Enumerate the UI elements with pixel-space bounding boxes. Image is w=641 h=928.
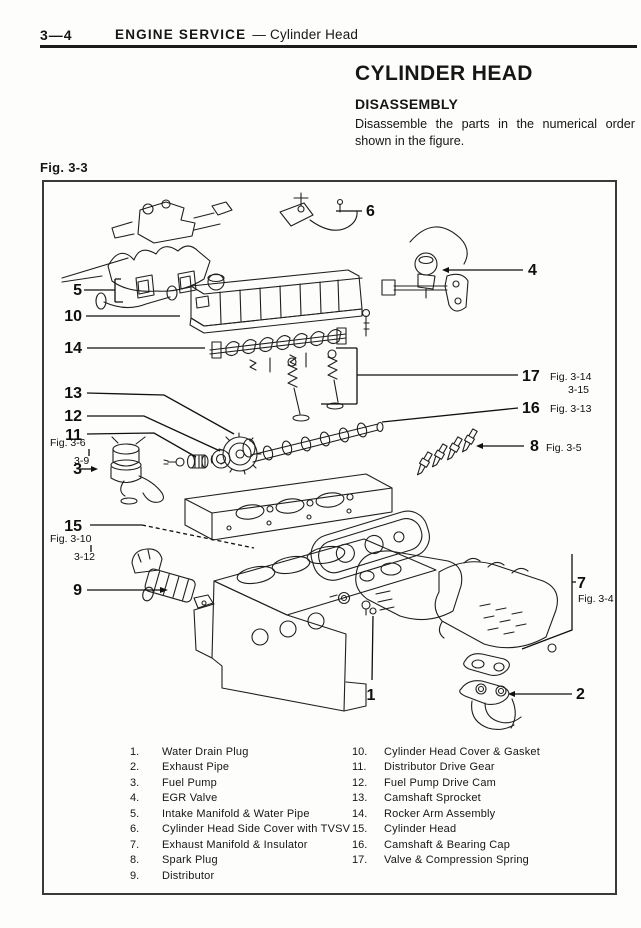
part-art-head-gasket — [310, 510, 430, 581]
part-art-fuel-pump-drive-cam — [210, 449, 231, 469]
part-list-item: 12.Fuel Pump Drive Cam — [352, 776, 496, 789]
callout-12: 12 — [64, 408, 82, 425]
part-list-item: 5.Intake Manifold & Water Pipe — [130, 807, 310, 820]
part-art-spark-plugs — [416, 428, 478, 476]
part-list-item: 3.Fuel Pump — [130, 776, 217, 789]
callout-fig-3-10: Fig. 3-10 — [50, 533, 92, 545]
callout-16: 16 — [522, 400, 540, 417]
callout-8: 8 — [530, 438, 539, 455]
callout-5: 5 — [73, 282, 82, 299]
callout-6: 6 — [366, 203, 375, 220]
part-list-item: 2.Exhaust Pipe — [130, 761, 230, 774]
callout-17: 17 — [522, 368, 540, 385]
callout-7: 7 — [577, 575, 586, 592]
part-list-item: 8.Spark Plug — [130, 854, 218, 867]
body-paragraph: Disassemble the parts in the numerical o… — [355, 117, 635, 148]
part-list-item: 1.Water Drain Plug — [130, 746, 249, 758]
part-art-engine-block — [193, 538, 437, 712]
callout-15: 15 — [64, 518, 82, 535]
part-list-item: 13.Camshaft Sprocket — [352, 792, 481, 805]
figure-label: Fig. 3-3 — [40, 160, 88, 175]
part-art-cylinder-head-cover — [189, 269, 371, 337]
part-art-camshaft-sprocket — [218, 432, 262, 475]
part-list-item: 15.Cylinder Head — [352, 823, 457, 836]
callout-4: 4 — [528, 262, 537, 279]
callout-11: 11 — [65, 427, 82, 444]
callout-fig-3-9: 3-9 — [74, 455, 89, 467]
part-list-item: 10.Cylinder Head Cover & Gasket — [352, 746, 540, 758]
callout-14: 14 — [64, 340, 82, 357]
running-header: ENGINE SERVICE — Cylinder Head — [115, 27, 358, 42]
part-art-egr-valve — [381, 226, 469, 312]
part-art-exhaust-pipe — [459, 653, 522, 731]
page-number: 3—4 — [40, 27, 73, 43]
part-art-rocker-arm-assembly — [209, 327, 347, 373]
part-art-intake-manifold-water-pipe — [61, 199, 233, 310]
callout-9: 9 — [73, 582, 82, 599]
header-rule — [40, 45, 637, 48]
part-art-distributor — [131, 548, 214, 609]
callout-labels: 5 10 14 13 12 11 Fig. 3-6 3-9 3 15 Fig. … — [50, 203, 614, 704]
callout-fig-3-13: Fig. 3-13 — [550, 403, 592, 415]
callout-leader-lines — [79, 210, 576, 695]
part-list-item: 14.Rocker Arm Assembly — [352, 807, 496, 820]
figure-frame: 5 10 14 13 12 11 Fig. 3-6 3-9 3 15 Fig. … — [42, 180, 617, 895]
exploded-diagram: 5 10 14 13 12 11 Fig. 3-6 3-9 3 15 Fig. … — [50, 192, 614, 731]
parts-list-left: 1.Water Drain Plug 2.Exhaust Pipe 3.Fuel… — [130, 745, 350, 884]
callout-arrowheads — [91, 267, 515, 697]
part-list-item: 9.Distributor — [130, 869, 215, 882]
section-title: ENGINE SERVICE — [115, 27, 247, 42]
callout-2: 2 — [576, 686, 585, 703]
part-art-camshaft — [250, 421, 384, 463]
callout-3: 3 — [73, 461, 82, 478]
part-art-cylinder-head-side-cover — [279, 192, 358, 231]
part-list-item: 7.Exhaust Manifold & Insulator — [130, 838, 308, 851]
callout-10: 10 — [64, 308, 82, 325]
section-heading: DISASSEMBLY — [355, 96, 459, 112]
callout-fig-3-4: Fig. 3-4 — [578, 593, 614, 605]
callout-13: 13 — [64, 385, 82, 402]
callout-fig-3-12: 3-12 — [74, 551, 95, 563]
callout-fig-3-15: 3-15 — [568, 384, 589, 396]
part-art-cylinder-head — [184, 473, 393, 541]
callout-fig-3-6: Fig. 3-6 — [50, 437, 86, 449]
parts-list-right: 10.Cylinder Head Cover & Gasket 11.Distr… — [352, 745, 540, 869]
page-title: CYLINDER HEAD — [355, 62, 533, 85]
section-subtitle: — Cylinder Head — [252, 27, 359, 42]
part-list-item: 6.Cylinder Head Side Cover with TVSV — [130, 823, 351, 836]
part-list-item: 17.Valve & Compression Spring — [352, 854, 530, 867]
callout-fig-3-5: Fig. 3-5 — [546, 442, 582, 454]
part-list-item: 4.EGR Valve — [130, 792, 218, 805]
callout-fig-3-14: Fig. 3-14 — [550, 371, 592, 383]
part-art-exhaust-manifold-insulator — [355, 550, 558, 653]
part-list-item: 16.Camshaft & Bearing Cap — [352, 838, 511, 851]
part-art-distributor-drive-gear — [163, 454, 209, 469]
part-art-water-drain-plug — [329, 591, 377, 616]
part-art-valve-compression-spring — [287, 349, 344, 422]
part-list-item: 11.Distributor Drive Gear — [352, 761, 495, 774]
part-art-fuel-pump — [110, 436, 165, 505]
callout-1: 1 — [367, 687, 376, 704]
